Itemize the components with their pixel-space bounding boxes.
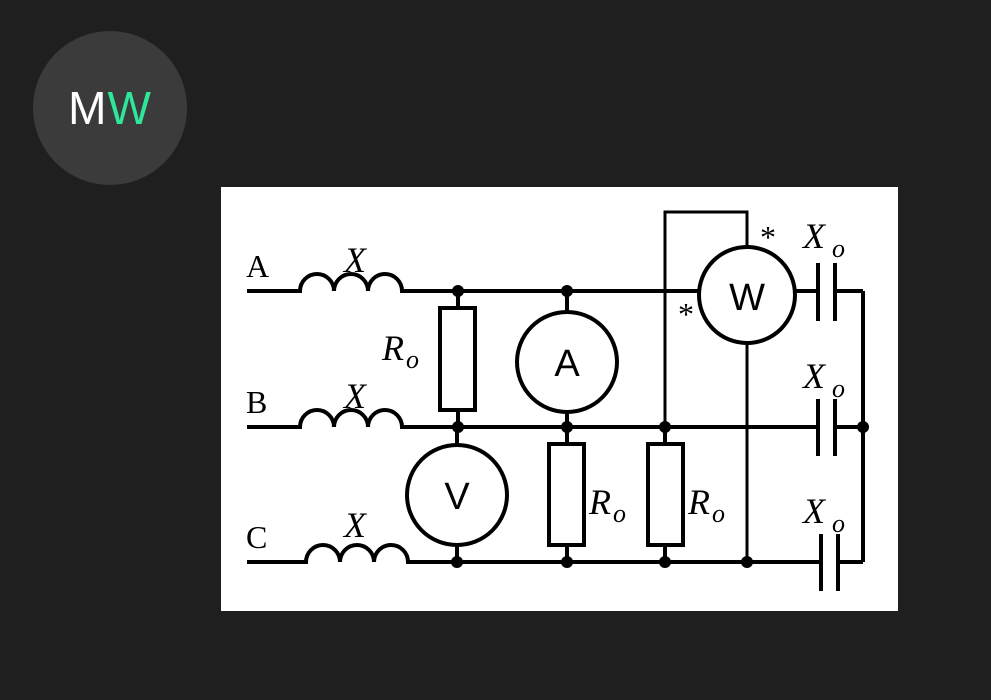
svg-text:o: o <box>832 509 845 538</box>
svg-text:W: W <box>729 277 765 319</box>
phase-c-label: C <box>246 519 267 555</box>
junction-dots <box>451 285 869 568</box>
line-c <box>247 543 863 564</box>
svg-text:o: o <box>712 499 725 528</box>
svg-text:X: X <box>801 356 827 396</box>
capacitor-a: X o <box>801 216 845 321</box>
capacitor-c: X o <box>801 491 845 591</box>
svg-text:R: R <box>687 482 710 522</box>
logo-letter-w: W <box>107 82 152 134</box>
svg-text:o: o <box>406 345 419 374</box>
polarity-mark-current: * <box>678 296 694 332</box>
capacitor-b: X o <box>801 356 845 456</box>
polarity-mark-voltage: * <box>760 219 776 255</box>
svg-text:X: X <box>801 491 827 531</box>
svg-text:R: R <box>381 328 404 368</box>
svg-text:A: A <box>554 343 580 385</box>
svg-text:R: R <box>588 482 611 522</box>
diagram-panel <box>221 187 898 611</box>
phase-b-label: B <box>246 384 267 420</box>
inductor-b-label: X <box>342 376 368 416</box>
phase-a-label: A <box>246 248 269 284</box>
inductor-a-label: X <box>342 240 368 280</box>
svg-text:V: V <box>444 476 470 518</box>
inductor-c-label: X <box>342 505 368 545</box>
logo-letter-m: M <box>68 82 108 134</box>
line-a <box>247 272 863 293</box>
svg-text:o: o <box>613 499 626 528</box>
wattmeter: W * * <box>663 210 797 562</box>
svg-text:o: o <box>832 234 845 263</box>
resistor-ab: R o <box>381 291 477 427</box>
svg-text:X: X <box>801 216 827 256</box>
svg-text:o: o <box>832 374 845 403</box>
voltmeter: V <box>405 427 509 562</box>
